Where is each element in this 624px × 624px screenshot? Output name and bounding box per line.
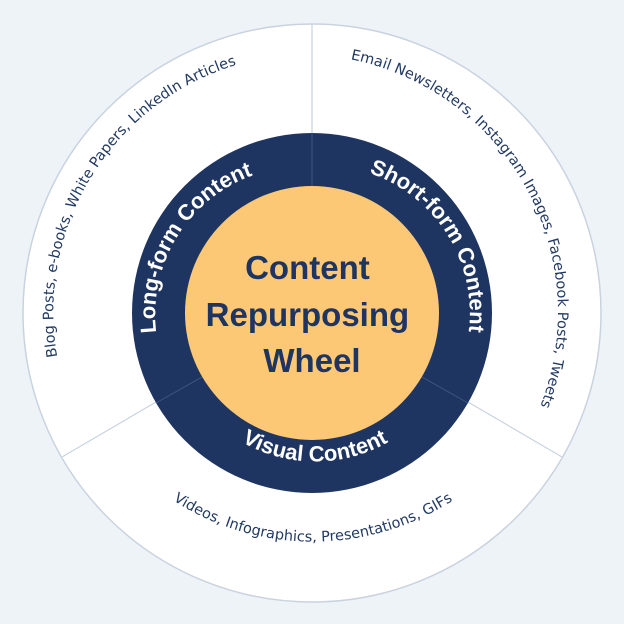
center-title-line-1: Content (245, 249, 370, 286)
divider-left (61, 401, 157, 458)
ring-divider-right (421, 376, 469, 404)
ring-divider-left (155, 376, 203, 404)
center-title: Content Repurposing Wheel (206, 249, 419, 379)
center-disc (185, 186, 439, 440)
divider-right (467, 401, 563, 458)
center-title-line-3: Wheel (263, 342, 360, 379)
center-title-line-2: Repurposing (206, 296, 410, 333)
